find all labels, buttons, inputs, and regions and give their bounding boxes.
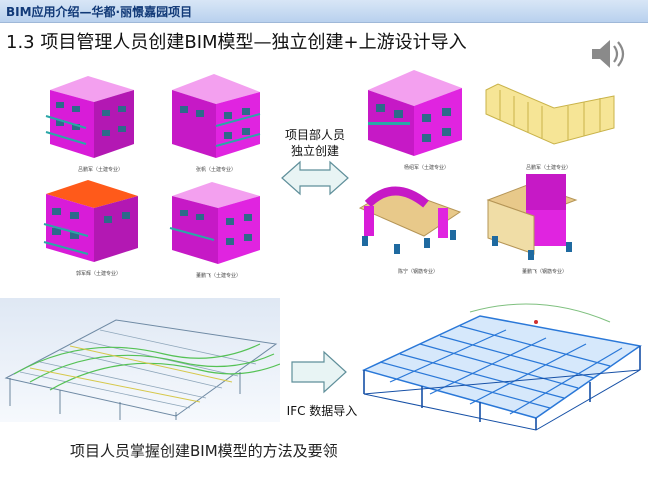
model-caption: 郭军辉（土建专业） [76,271,122,277]
arrow-top-label-1: 项目部人员 [284,128,345,142]
slide-title: 1.3 项目管理人员创建BIM模型—独立创建+上游设计导入 [6,32,467,53]
ifc-steel-model-view [361,303,642,431]
model-caption: 陈宁（钢筋专业） [398,269,439,275]
model-caption: 吕鹏军（土建专业） [526,165,572,171]
house-model-4 [169,182,260,264]
house-model-3 [43,180,138,262]
house-model-1 [45,76,134,158]
house-model-5 [368,70,462,156]
title-bar-text: BIM应用介绍—华都·丽憬嘉园项目 [6,5,193,19]
model-caption: 杨绍军（土建专业） [404,165,450,171]
house-model-7 [358,186,462,254]
footer-text: 项目人员掌握创建BIM模型的方法及要领 [70,442,338,460]
double-arrow-icon [281,160,349,196]
model-caption: 吕鹏军（土建专业） [78,167,124,173]
model-caption: 董鹏飞（钢筋专业） [522,269,568,275]
house-model-8 [486,174,578,260]
house-model-6 [485,83,615,145]
design-model-view [0,298,280,422]
house-model-2 [172,74,261,158]
model-caption: 张帆（土建专业） [196,167,237,173]
model-caption: 董鹏飞（土建专业） [196,273,242,279]
speaker-icon[interactable] [588,36,628,72]
arrow-top-label-2: 独立创建 [290,144,339,158]
title-bar: BIM应用介绍—华都·丽憬嘉园项目 [0,0,648,23]
arrow-bottom-label: IFC 数据导入 [286,404,358,418]
right-arrow-icon [291,350,347,394]
